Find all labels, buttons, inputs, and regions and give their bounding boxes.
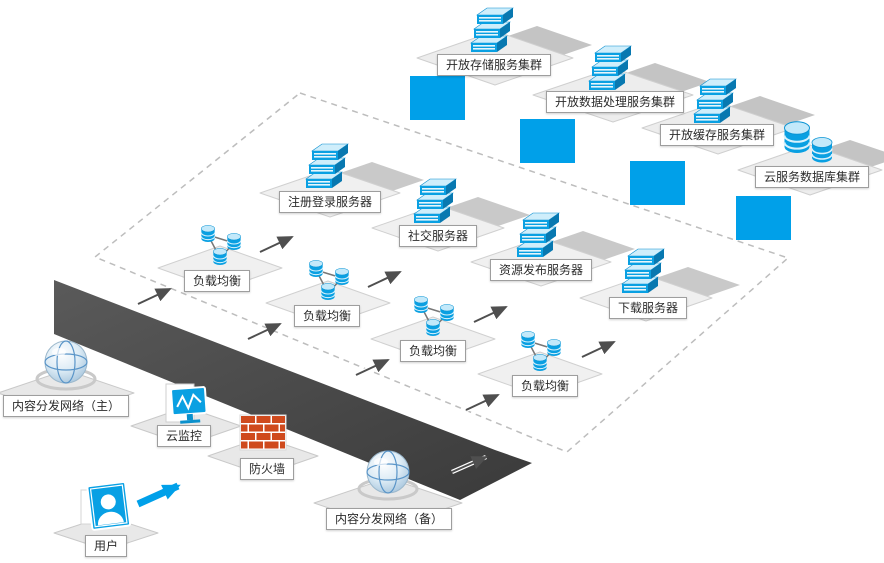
label-cloud-db-cluster: 云服务数据库集群: [754, 166, 870, 188]
firewall-icon: [239, 414, 287, 451]
arrow-cdn-backup-to-band: [451, 456, 488, 473]
arrow-lb2-to-social: [367, 271, 402, 288]
label-firewall: 防火墙: [239, 458, 295, 480]
label-cdn-backup: 内容分发网络（备）: [325, 508, 453, 530]
arrow-lb3-to-resource: [473, 306, 508, 323]
arrow-lb1-to-login: [259, 236, 294, 253]
user-icon: [80, 480, 132, 532]
label-open-cache-cluster: 开放缓存服务集群: [659, 124, 775, 146]
arrow-band-to-lb3: [355, 359, 390, 376]
label-user: 用户: [84, 535, 128, 557]
blue-panel-3: [630, 161, 685, 205]
label-open-storage-cluster: 开放存储服务集群: [436, 54, 552, 76]
arrow-band-to-lb4: [465, 394, 500, 411]
arrow-band-to-lb2: [247, 323, 282, 340]
blue-panel-1: [410, 76, 465, 120]
label-cdn-primary: 内容分发网络（主）: [2, 395, 130, 417]
arrow-lb4-to-download: [581, 341, 616, 358]
label-download-server: 下载服务器: [608, 297, 688, 319]
label-load-balancer-1: 负载均衡: [183, 270, 251, 292]
label-load-balancer-3: 负载均衡: [399, 340, 467, 362]
blue-panel-4: [736, 196, 791, 240]
blue-panel-2: [520, 119, 575, 163]
label-resource-server: 资源发布服务器: [489, 259, 593, 281]
label-open-data-cluster: 开放数据处理服务集群: [545, 91, 685, 113]
arrow-user-to-monitor: [136, 482, 181, 508]
dashed-plane: [93, 92, 790, 453]
dark-flow-band: [54, 280, 532, 500]
flow-arrows: [136, 236, 616, 508]
arrow-band-to-lb1: [137, 288, 172, 305]
label-social-server: 社交服务器: [398, 225, 478, 247]
label-load-balancer-2: 负载均衡: [293, 305, 361, 327]
blue-panels: [410, 76, 791, 240]
label-cloud-monitor: 云监控: [156, 425, 212, 447]
label-login-server: 注册登录服务器: [278, 191, 382, 213]
label-load-balancer-4: 负载均衡: [511, 375, 579, 397]
